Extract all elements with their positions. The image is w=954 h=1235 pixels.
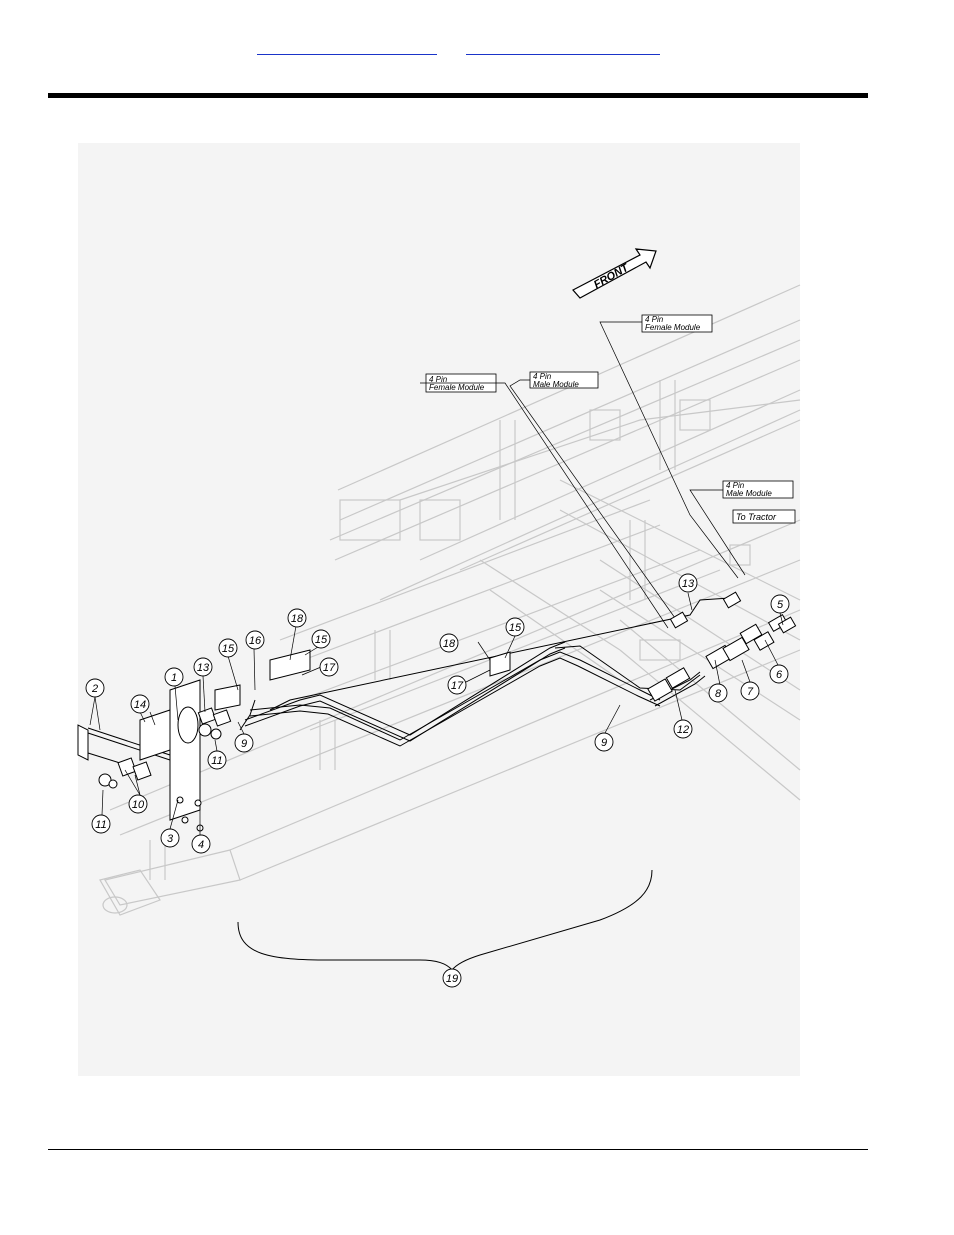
svg-text:To Tractor: To Tractor: [736, 512, 777, 522]
callout-15-mid: 15: [315, 634, 328, 646]
svg-text:Male Module: Male Module: [726, 489, 772, 498]
callout-12: 12: [677, 724, 689, 736]
callout-18-right: 18: [443, 638, 456, 650]
callout-3: 3: [167, 833, 174, 845]
svg-text:Female Module: Female Module: [645, 323, 701, 332]
svg-text:4 Pin: 4 Pin: [645, 315, 664, 324]
callout-2: 2: [91, 683, 98, 695]
module-leaders: [420, 321, 746, 629]
front-arrow-icon: [572, 248, 657, 299]
hydraulic-hoses: [239, 597, 731, 747]
callout-18-left: 18: [291, 613, 304, 625]
implement-frame: [99, 284, 801, 916]
callout-7: 7: [747, 686, 754, 698]
callout-1: 1: [171, 672, 177, 684]
callout-5: 5: [777, 599, 784, 611]
header-rule: [48, 93, 868, 98]
callout-13-right: 13: [682, 578, 695, 590]
callout-15-right: 15: [509, 622, 522, 634]
header-link-2[interactable]: [466, 40, 660, 55]
front-label: FRONT: [592, 261, 632, 291]
svg-text:4 Pin: 4 Pin: [726, 481, 745, 490]
label-to-tractor: To Tractor: [732, 509, 796, 524]
diagram-background: [78, 143, 800, 1076]
callout-8: 8: [715, 688, 722, 700]
svg-text:Female Module: Female Module: [429, 383, 485, 392]
callout-13-left: 13: [197, 662, 210, 674]
label-male-module-left: 4 Pin Male Module: [529, 371, 599, 389]
footer-rule: [48, 1149, 868, 1150]
right-couplers: [647, 591, 797, 702]
callout-11-left: 11: [95, 819, 106, 831]
assembly-brace: [237, 869, 653, 971]
callout-circles: [85, 573, 790, 988]
callout-6: 6: [776, 669, 783, 681]
callout-14: 14: [134, 699, 146, 711]
callout-10: 10: [132, 799, 145, 811]
label-male-module-right: 4 Pin Male Module: [722, 480, 794, 499]
callout-numbers: 1 2 3 4 5 6 7 8 9 9 10 11 11 12 13 13 14…: [91, 578, 784, 985]
callout-leaders: [89, 592, 784, 838]
svg-text:4 Pin: 4 Pin: [533, 372, 552, 381]
header-link-1[interactable]: [257, 40, 437, 55]
callout-11-right: 11: [211, 755, 222, 767]
callout-17-left: 17: [323, 662, 336, 674]
label-female-module-right: 4 Pin Female Module: [641, 314, 713, 333]
svg-text:4 Pin: 4 Pin: [429, 375, 448, 384]
callout-17-right: 17: [451, 680, 464, 692]
callout-9-left: 9: [241, 738, 247, 750]
callout-9-right: 9: [601, 737, 607, 749]
callout-15-left: 15: [222, 643, 235, 655]
callout-4: 4: [198, 839, 204, 851]
callout-19: 19: [446, 973, 458, 985]
callout-16: 16: [249, 635, 262, 647]
svg-text:Male Module: Male Module: [533, 380, 579, 389]
